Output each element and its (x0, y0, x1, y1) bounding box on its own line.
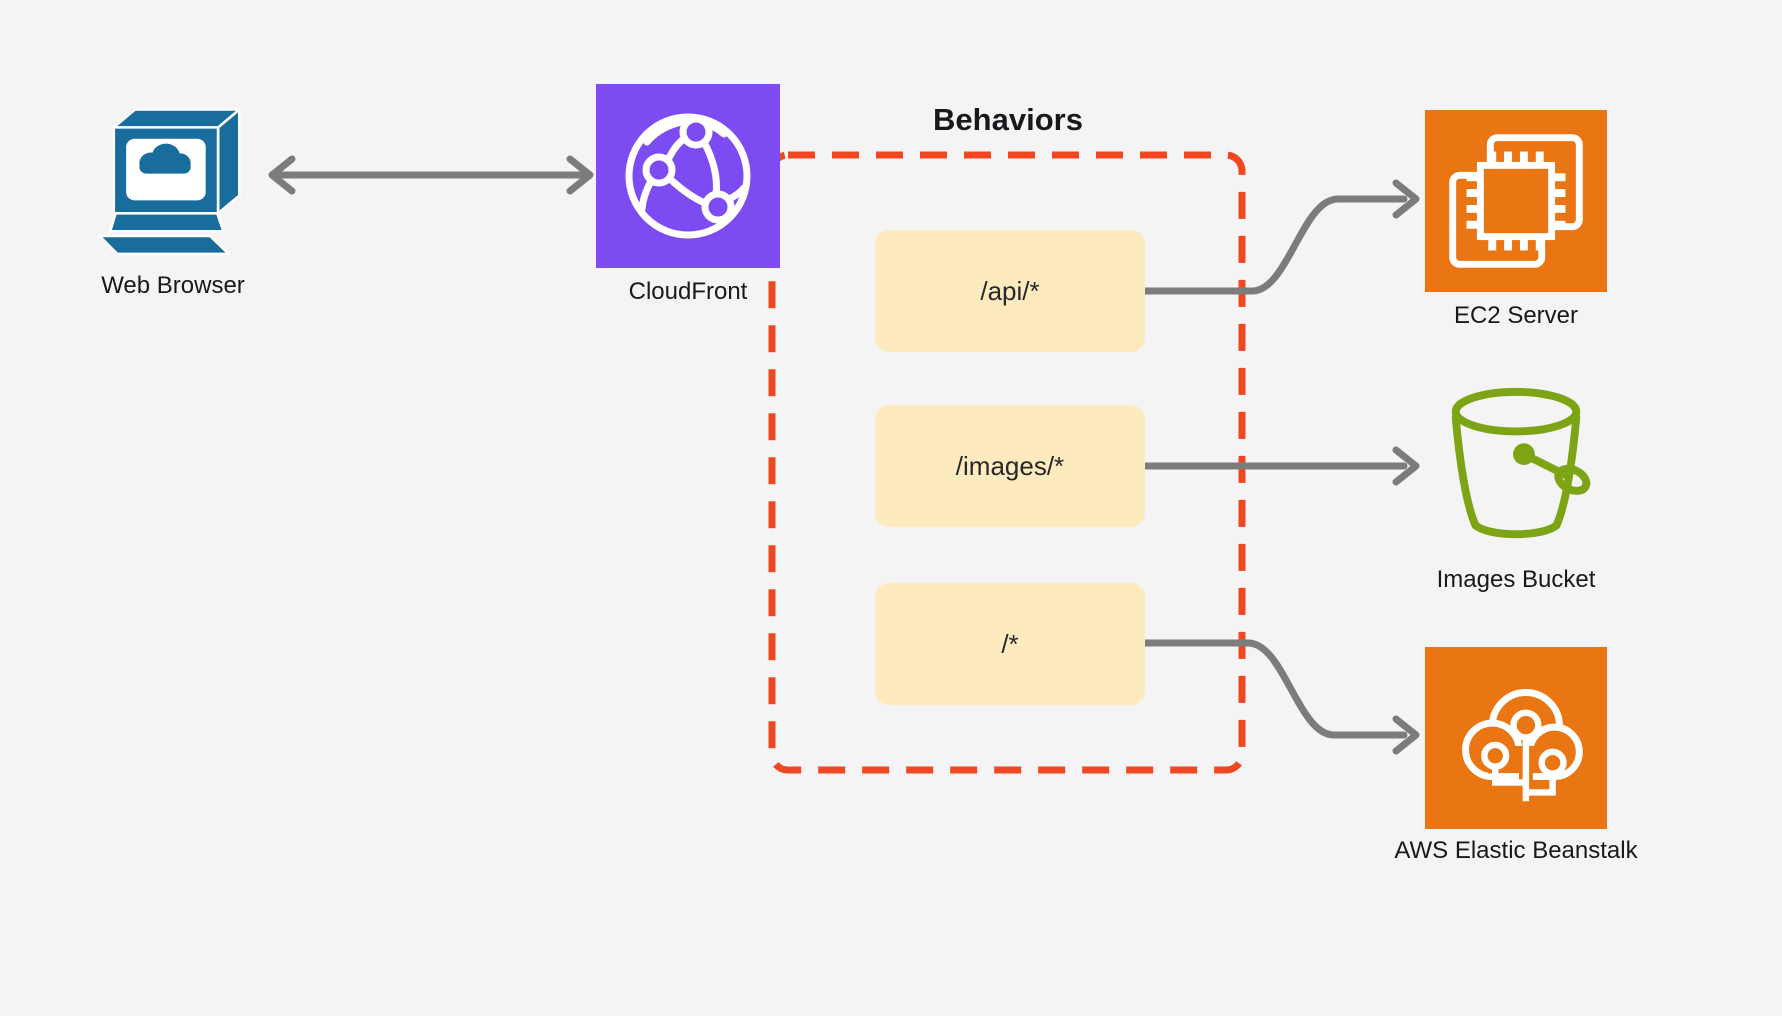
behavior-root[interactable]: /* (875, 583, 1145, 705)
ec2-server-label: EC2 Server (1453, 302, 1579, 329)
behavior-api[interactable]: /api/* (875, 230, 1145, 352)
cloudfront-label: CloudFront (628, 278, 748, 305)
behavior-images-label: /images/* (955, 450, 1065, 481)
web-browser-icon (89, 82, 257, 262)
elastic-beanstalk-label: AWS Elastic Beanstalk (1394, 837, 1638, 864)
arrow-root-to-beanstalk (1141, 639, 1420, 755)
cloudfront-node[interactable]: CloudFront (538, 84, 838, 306)
elastic-beanstalk-node[interactable]: AWS Elastic Beanstalk (1366, 647, 1666, 865)
behavior-api-label: /api/* (980, 275, 1040, 306)
ec2-server-node[interactable]: EC2 Server (1366, 110, 1666, 330)
s3-bucket-icon (1433, 382, 1599, 550)
behavior-images[interactable]: /images/* (875, 405, 1145, 527)
arrow-api-to-ec2 (1141, 179, 1420, 295)
behaviors-group-title: Behaviors (933, 102, 1083, 137)
beanstalk-cloud-icon (1425, 647, 1607, 829)
arrow-browser-cloudfront (268, 155, 594, 195)
cloudfront-globe-icon (596, 84, 780, 268)
behavior-root-label: /* (1001, 628, 1019, 659)
ec2-chip-icon (1425, 110, 1607, 292)
web-browser-node[interactable]: Web Browser (23, 82, 323, 300)
images-bucket-node[interactable]: Images Bucket (1366, 382, 1666, 594)
images-bucket-label: Images Bucket (1436, 566, 1596, 593)
web-browser-label: Web Browser (101, 272, 245, 299)
arrow-images-to-bucket (1141, 446, 1420, 486)
